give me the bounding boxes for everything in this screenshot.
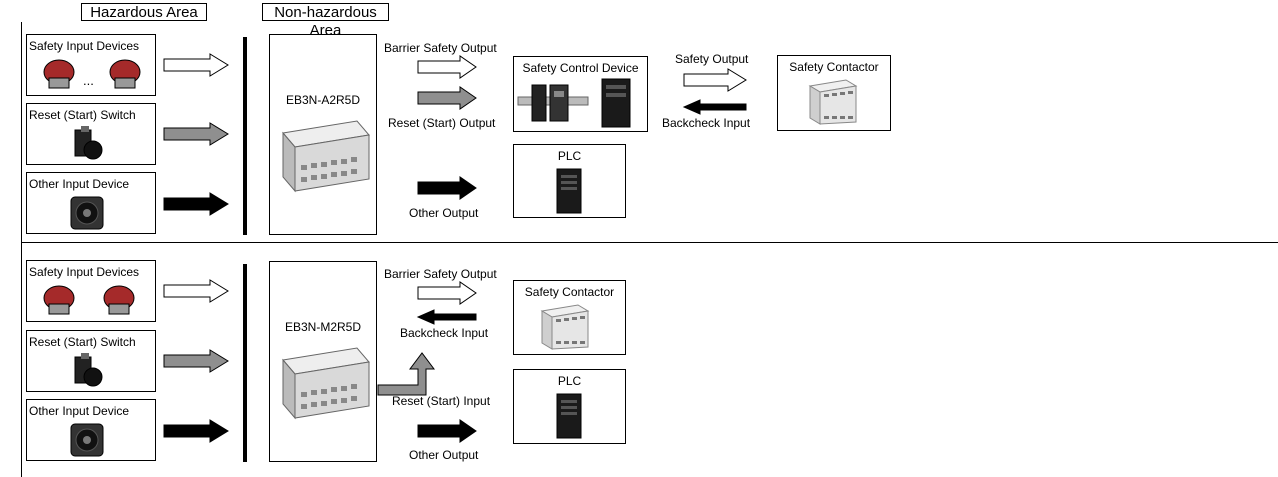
safety-output-label: Safety Output [675, 52, 749, 66]
contactor-icon [540, 304, 590, 350]
top-safety-contactor-box: Safety Contactor [777, 55, 891, 131]
bottom-barrier-wall [243, 264, 247, 462]
top-backcheck-input-arrow [682, 99, 747, 115]
top-barrier-wall [243, 37, 247, 235]
plc-icon [556, 393, 582, 439]
device-label: Safety Input Devices [29, 265, 140, 279]
bottom-barrier-safety-output-label: Barrier Safety Output [384, 267, 497, 281]
device-label: Reset (Start) Switch [29, 108, 136, 122]
barrier-safety-output-label: Barrier Safety Output [384, 41, 497, 55]
bottom-other-output-label: Other Output [409, 448, 479, 462]
bottom-plc-box: PLC [513, 369, 626, 444]
top-backcheck-input-label: Backcheck Input [662, 116, 751, 130]
bottom-safety-input-arrow [163, 279, 229, 303]
barrier-safety-output-arrow [417, 55, 477, 79]
top-other-input-device-box: Other Input Device [26, 172, 156, 234]
terminal-unit-icon [282, 347, 370, 420]
bottom-barrier-safety-output-arrow [417, 281, 477, 305]
safety-output-arrow [683, 68, 747, 92]
target-label: PLC [557, 149, 582, 163]
left-border-line [21, 22, 22, 477]
barrier-model-label: EB3N-M2R5D [284, 320, 362, 334]
bottom-backcheck-input-arrow [416, 309, 477, 325]
reset-start-input-label: Reset (Start) Input [392, 394, 491, 408]
device-label: Other Input Device [29, 177, 130, 191]
top-safety-input-arrow [163, 53, 229, 77]
bottom-safety-contactor-box: Safety Contactor [513, 280, 626, 355]
hazardous-area-header: Hazardous Area [81, 3, 207, 21]
device-label: Safety Input Devices [29, 39, 140, 53]
device-label: Other Input Device [29, 404, 130, 418]
target-label: PLC [557, 374, 582, 388]
reset-start-output-label: Reset (Start) Output [388, 116, 496, 130]
top-safety-input-devices-box: Safety Input Devices ... [26, 34, 156, 96]
bottom-other-input-device-box: Other Input Device [26, 399, 156, 461]
square-button-icon [70, 423, 104, 457]
reset-start-output-arrow [417, 86, 477, 110]
pushbutton-icon [74, 353, 103, 387]
top-reset-switch-box: Reset (Start) Switch [26, 103, 156, 165]
top-other-input-arrow [163, 192, 229, 216]
target-label: Safety Contactor [789, 60, 879, 74]
target-label: Safety Control Device [522, 61, 639, 75]
emergency-stop-button-icon [43, 285, 75, 315]
bottom-reset-switch-arrow [163, 349, 229, 373]
top-other-output-label: Other Output [409, 206, 479, 220]
emergency-stop-button-icon [103, 285, 135, 315]
top-reset-switch-arrow [163, 122, 229, 146]
section-divider [21, 242, 1278, 243]
bottom-other-input-arrow [163, 419, 229, 443]
non-hazardous-area-header: Non-hazardous Area [262, 3, 389, 39]
bottom-safety-input-devices-box: Safety Input Devices [26, 260, 156, 322]
square-button-icon [70, 196, 104, 230]
din-rail-controller-icon [517, 78, 631, 128]
top-barrier-module-box: EB3N-A2R5D [269, 34, 377, 235]
ellipsis-text: ... [83, 73, 94, 88]
device-label: Reset (Start) Switch [29, 335, 136, 349]
plc-icon [556, 168, 582, 214]
top-plc-box: PLC [513, 144, 626, 218]
pushbutton-icon [74, 126, 103, 160]
emergency-stop-button-icon [109, 59, 141, 89]
emergency-stop-button-icon [43, 59, 75, 89]
contactor-icon [808, 79, 858, 125]
target-label: Safety Contactor [524, 285, 615, 299]
reset-start-input-arrow [377, 352, 435, 396]
bottom-backcheck-input-label: Backcheck Input [400, 326, 489, 340]
terminal-unit-icon [282, 120, 370, 193]
bottom-reset-switch-box: Reset (Start) Switch [26, 330, 156, 392]
safety-control-device-box: Safety Control Device [513, 56, 648, 132]
bottom-barrier-module-box: EB3N-M2R5D [269, 261, 377, 462]
barrier-model-label: EB3N-A2R5D [285, 93, 361, 107]
bottom-other-output-arrow [417, 419, 477, 443]
top-other-output-arrow [417, 176, 477, 200]
